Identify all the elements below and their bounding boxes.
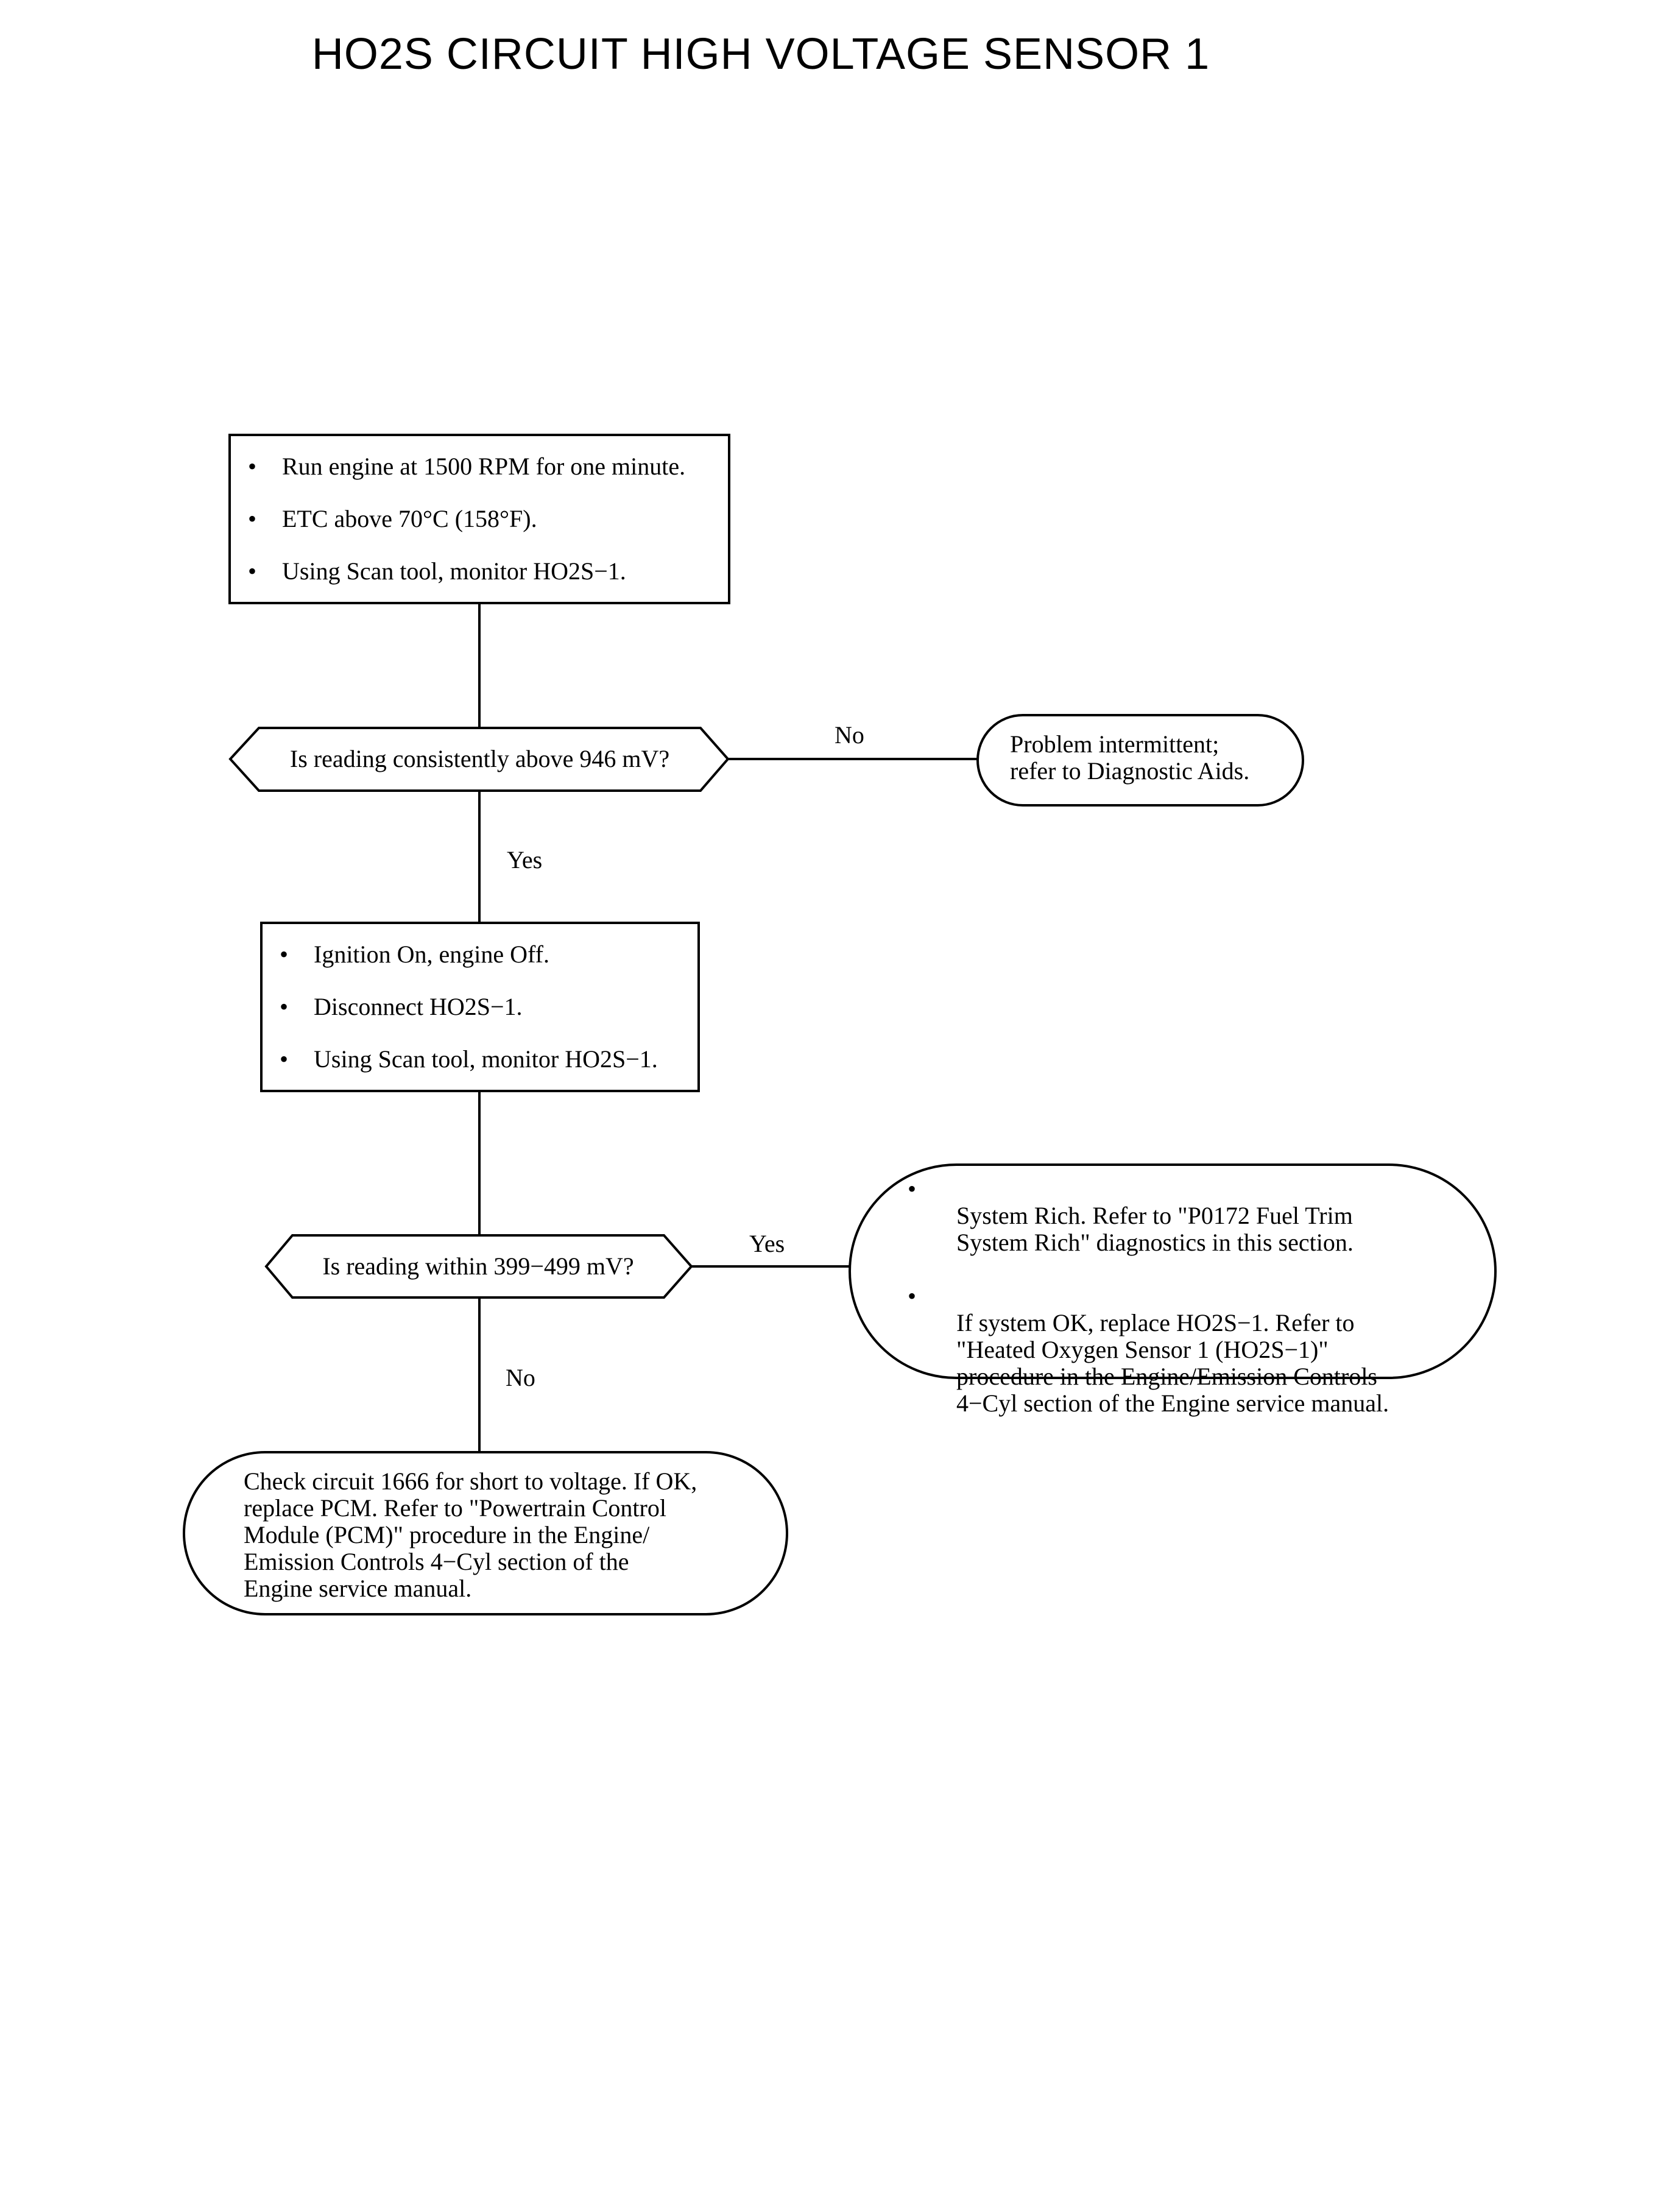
step2-list: Ignition On, engine Off. Disconnect HO2S… [263, 940, 697, 1074]
step2-box: Ignition On, engine Off. Disconnect HO2S… [260, 922, 700, 1092]
step1-item: Run engine at 1500 RPM for one minute. [231, 452, 728, 481]
decision2-diamond [264, 1234, 693, 1299]
decision2-yes-result-list: •System Rich. Refer to "P0172 Fuel Trim … [908, 1176, 1456, 1417]
step1-item: ETC above 70°C (158°F). [231, 504, 728, 534]
decision2-yes-result-terminal [849, 1163, 1497, 1379]
step1-item: Using Scan tool, monitor HO2S−1. [231, 557, 728, 586]
decision1-no-result-terminal [976, 714, 1304, 807]
decision2-no-result-text: Check circuit 1666 for short to voltage.… [244, 1467, 697, 1602]
decision1-no-result-text: Problem intermittent; refer to Diagnosti… [1010, 730, 1250, 785]
step2-item: Ignition On, engine Off. [263, 940, 697, 969]
decision1-diamond [228, 727, 730, 792]
decision2-no-result-terminal [183, 1451, 788, 1615]
bullet-icon: • [908, 1175, 917, 1202]
step1-box: Run engine at 1500 RPM for one minute. E… [228, 434, 730, 604]
bullet-icon: • [908, 1282, 917, 1310]
step2-item: Disconnect HO2S−1. [263, 992, 697, 1022]
decision1-question: Is reading consistently above 946 mV? [289, 745, 670, 772]
decision2-no-label: No [506, 1364, 535, 1391]
decision2-yes-label: Yes [749, 1230, 785, 1257]
decision2-yes-result-item: •If system OK, replace HO2S−1. Refer to … [908, 1282, 1389, 1417]
page-title: HO2S CIRCUIT HIGH VOLTAGE SENSOR 1 [311, 30, 1210, 79]
decision2-yes-result-item: •System Rich. Refer to "P0172 Fuel Trim … [908, 1175, 1354, 1256]
step1-list: Run engine at 1500 RPM for one minute. E… [231, 452, 728, 586]
decision1-no-label: No [835, 721, 864, 749]
decision1-yes-label: Yes [507, 846, 543, 874]
decision2-question: Is reading within 399−499 mV? [322, 1252, 634, 1280]
step2-item: Using Scan tool, monitor HO2S−1. [263, 1045, 697, 1074]
